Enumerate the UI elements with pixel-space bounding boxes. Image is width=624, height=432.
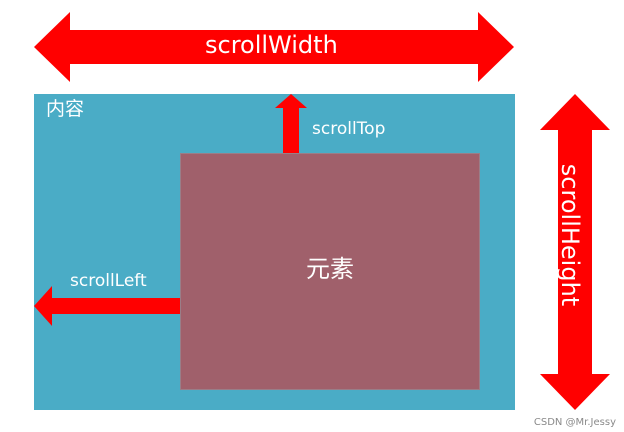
scroll-width-arrow <box>34 12 514 82</box>
scroll-width-label: scrollWidth <box>205 31 338 59</box>
scroll-left-arrow <box>34 286 180 326</box>
scroll-top-arrow <box>275 94 307 153</box>
scroll-left-label: scrollLeft <box>70 271 147 291</box>
scroll-height-label-wrap: scrollHeight <box>550 100 590 370</box>
content-label: 内容 <box>46 98 85 120</box>
scroll-height-label: scrollHeight <box>556 163 584 307</box>
scroll-top-label: scrollTop <box>312 119 386 139</box>
element-box <box>180 153 480 390</box>
scroll-height-arrow <box>540 94 610 410</box>
element-label: 元素 <box>306 255 354 283</box>
watermark: CSDN @Mr.Jessy <box>533 417 616 428</box>
